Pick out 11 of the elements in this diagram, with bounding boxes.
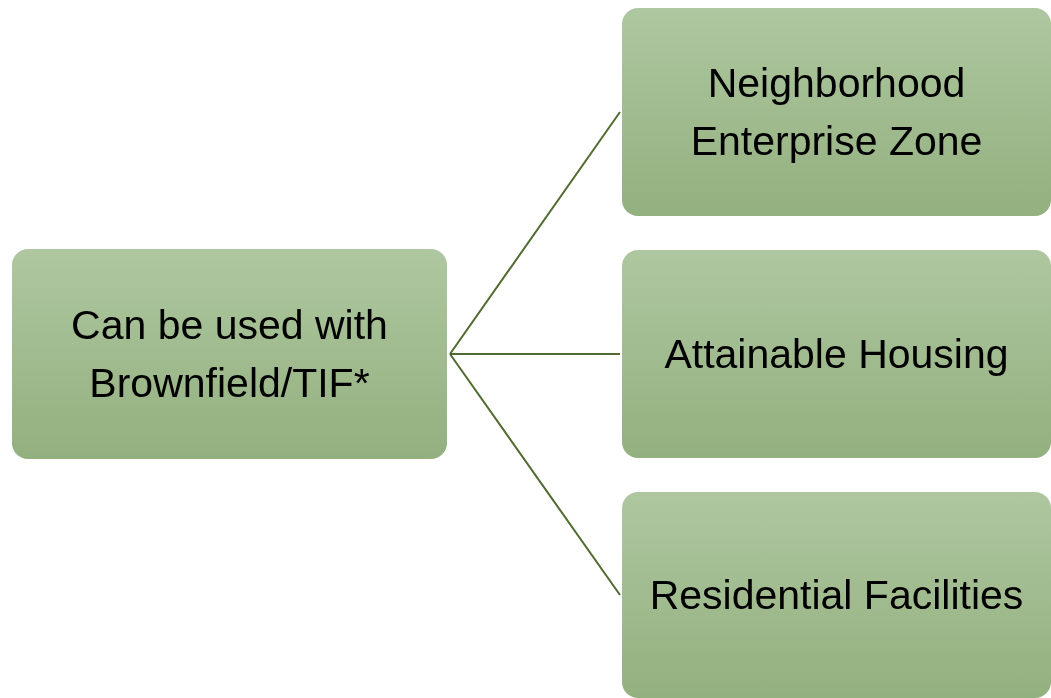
rounded-box bbox=[12, 249, 447, 459]
connector-line bbox=[449, 111, 621, 355]
box-label: Can be used with Brownfield/TIF* bbox=[70, 301, 389, 408]
connector-line bbox=[449, 353, 621, 596]
rounded-box bbox=[622, 250, 1051, 458]
rounded-box bbox=[622, 8, 1051, 216]
box-label: Neighborhood Enterprise Zone bbox=[689, 59, 984, 166]
box-label: Attainable Housing bbox=[664, 330, 1009, 379]
connector-line bbox=[449, 353, 621, 355]
box-label: Residential Facilities bbox=[649, 571, 1024, 620]
rounded-box bbox=[622, 492, 1051, 698]
